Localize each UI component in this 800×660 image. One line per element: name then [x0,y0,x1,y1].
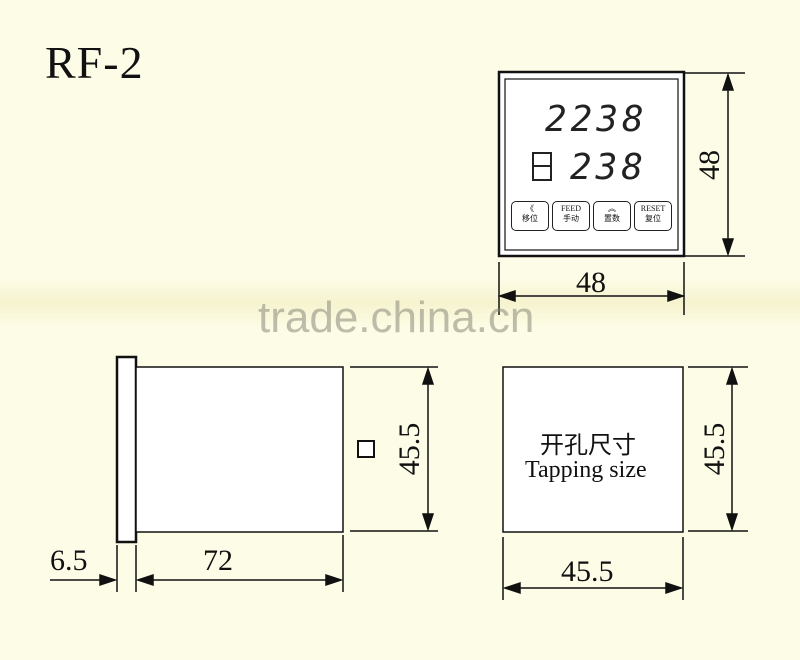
set-button[interactable]: ︽ 置数 [593,201,631,231]
side-height-dimension [350,366,438,532]
bezel-depth-dimension [50,545,137,592]
side-small-square [357,440,375,458]
shift-button-label: 移位 [522,214,538,223]
feed-button-top-label: FEED [561,204,581,213]
display-bottom: 238 [570,147,648,188]
shift-button-icon: 《 [526,204,534,213]
reset-button[interactable]: RESET 复位 [634,201,672,231]
front-height-dimension [684,72,745,257]
cutout-rect [502,366,684,533]
front-width-dimension [497,262,686,315]
feed-button-label: 手动 [563,214,579,223]
cutout-height-dimension [688,366,748,532]
reset-button-label: 复位 [645,214,661,223]
side-body [135,366,344,533]
front-width-label: 48 [576,266,606,299]
side-height-label: 45.5 [393,422,426,476]
side-view [115,355,375,544]
feed-button[interactable]: FEED 手动 [552,201,590,231]
cutout-label-cn: 开孔尺寸 [540,431,636,459]
background-band [0,278,800,328]
cutout-height-label: 45.5 [698,422,731,476]
cutout-width-label: 45.5 [561,555,614,588]
front-inner-frame [504,78,679,251]
cutout-label-en: Tapping size [525,457,647,483]
set-button-label: 置数 [604,214,620,223]
up-arrow-icon: ︽ [608,204,616,213]
watermark: trade.china.cn [258,293,535,342]
display-top: 2238 [545,99,648,140]
display-indicator-icon [532,152,552,182]
page-title: RF-2 [45,37,144,88]
body-depth-label: 72 [203,544,233,577]
side-bezel [115,355,138,544]
body-depth-dimension [135,535,344,592]
front-height-label: 48 [693,150,726,180]
cutout-width-dimension [502,537,684,600]
bezel-depth-label: 6.5 [50,544,88,577]
shift-button[interactable]: 《 移位 [511,201,549,231]
reset-button-top-label: RESET [640,204,666,213]
